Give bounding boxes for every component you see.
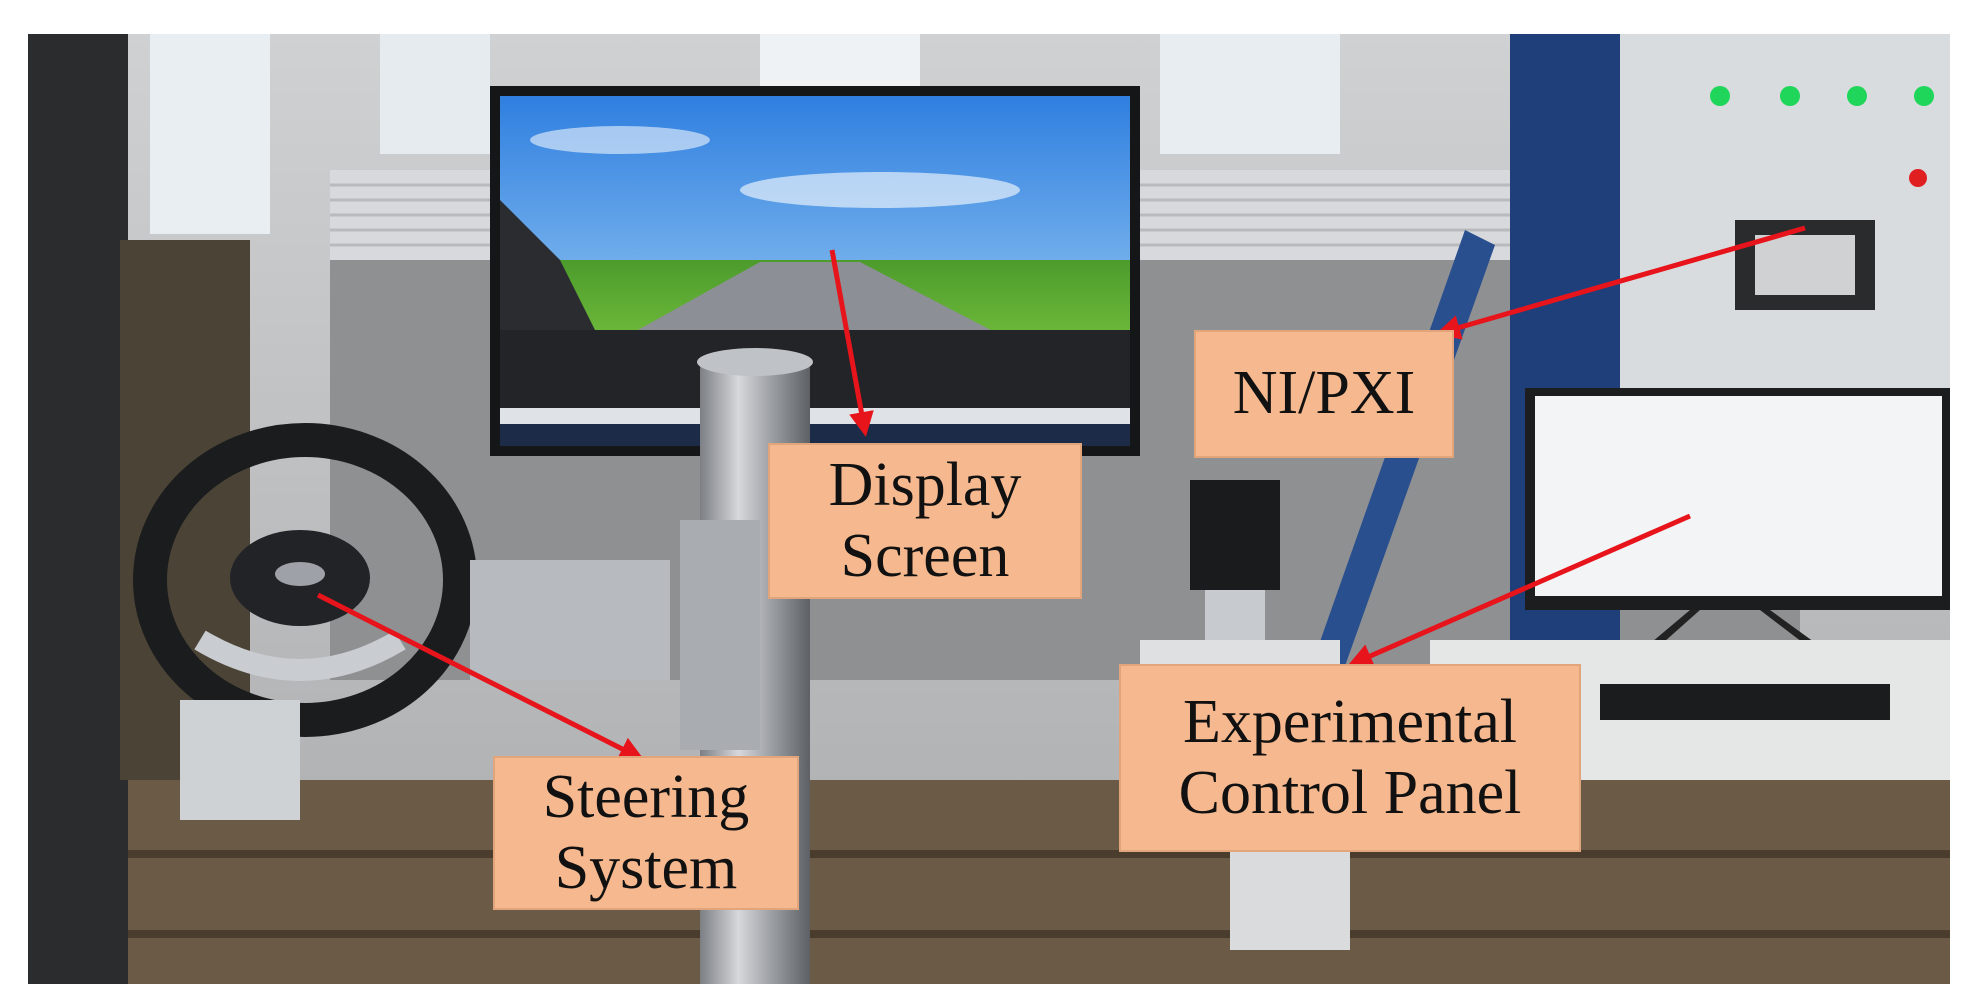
label-steering-system: Steering System xyxy=(493,756,799,910)
label-steering-system-line2: System xyxy=(554,834,738,902)
label-experimental-control-panel-line1: Experimental xyxy=(1183,687,1517,756)
label-ni-pxi: NI/PXI xyxy=(1194,330,1454,458)
arrow-ni-pxi xyxy=(1435,225,1806,340)
label-steering-system-line1: Steering xyxy=(542,762,750,831)
label-display-screen: Display Screen xyxy=(768,443,1082,599)
steering-wheel-photo xyxy=(133,423,477,737)
label-ni-pxi-line1: NI/PXI xyxy=(1232,359,1416,428)
annotation-arrows xyxy=(316,225,1806,761)
label-display-screen-line1: Display xyxy=(828,450,1022,519)
label-display-screen-line2: Screen xyxy=(840,522,1010,590)
arrow-display-screen xyxy=(829,249,874,437)
arrow-experimental-control-panel xyxy=(1347,513,1692,668)
label-experimental-control-panel-line2: Control Panel xyxy=(1178,759,1522,827)
arrow-steering-system xyxy=(316,592,645,761)
label-experimental-control-panel: Experimental Control Panel xyxy=(1119,664,1581,852)
